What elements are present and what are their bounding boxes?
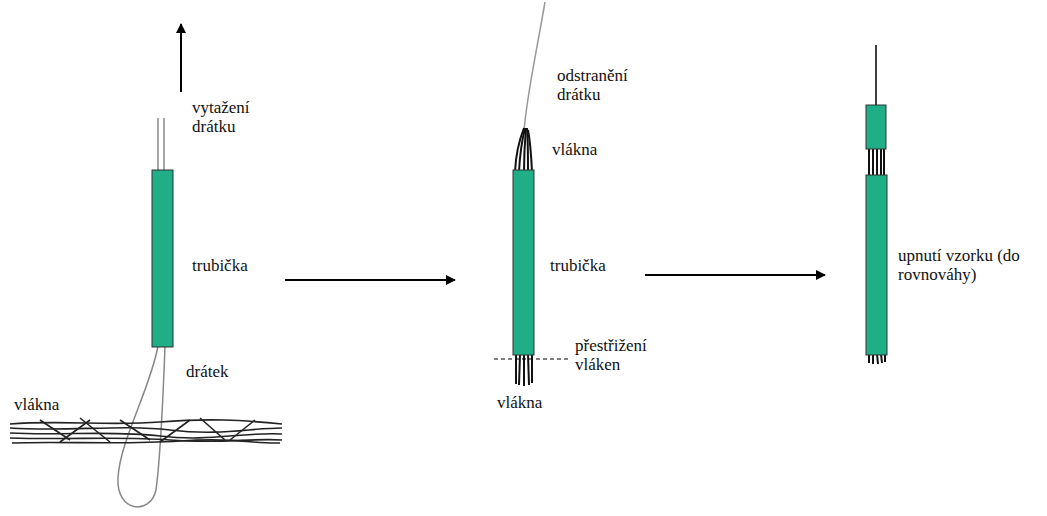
label: vytažení drátku	[192, 98, 272, 136]
label: vlákna	[497, 393, 577, 412]
step-arrow	[645, 274, 825, 276]
tube	[866, 105, 886, 149]
wire	[524, 2, 545, 132]
label: odstranění drátku	[557, 66, 657, 104]
label: upnutí vzorku (do rovnováhy)	[898, 246, 1023, 284]
tube	[513, 170, 534, 355]
label: vlákna	[552, 140, 632, 159]
tube	[866, 175, 887, 355]
label: trubička	[192, 256, 282, 275]
pull-arrow	[180, 24, 182, 92]
step-arrow	[285, 279, 455, 281]
tube	[152, 170, 173, 347]
label: drátek	[186, 362, 266, 381]
label: trubička	[550, 256, 640, 275]
cut-line	[494, 358, 570, 359]
fibers	[10, 418, 282, 443]
label: přestřižení vláken	[575, 336, 675, 374]
wire	[875, 45, 877, 105]
label: vlákna	[14, 395, 94, 414]
